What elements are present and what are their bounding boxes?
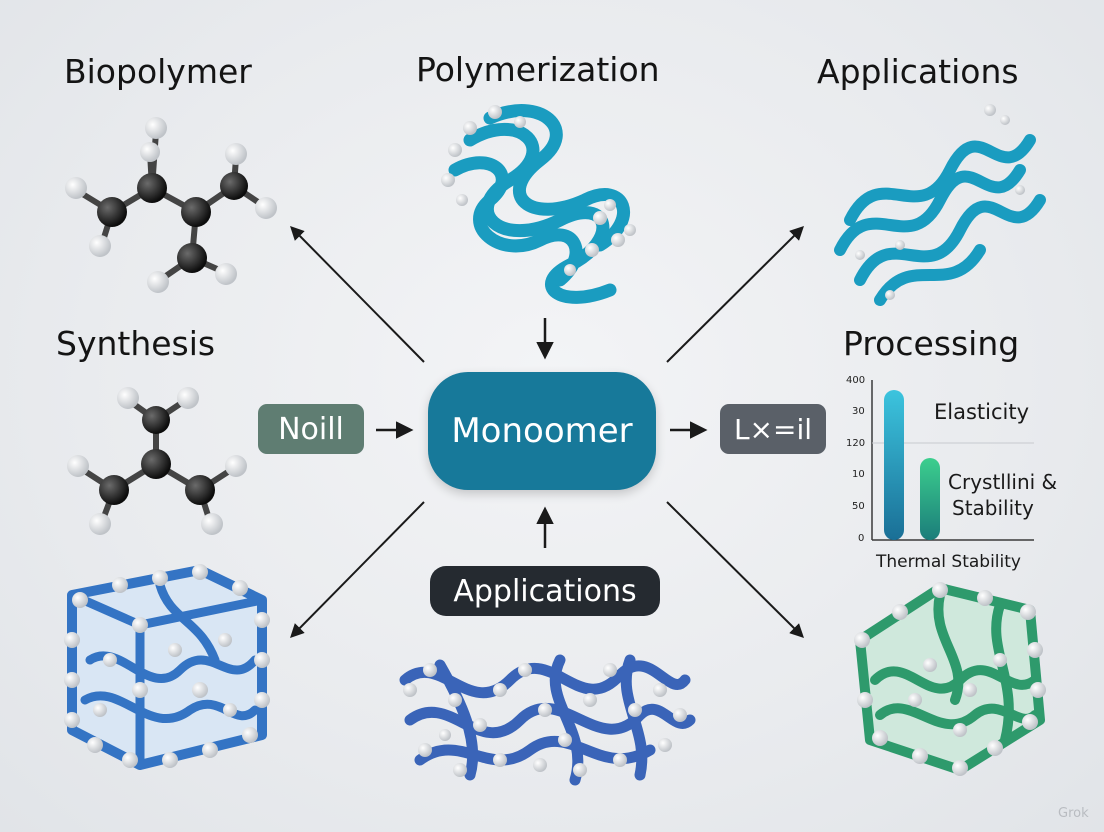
pill-applications: Applications: [430, 566, 660, 616]
arrow-to-biopolymer: [290, 226, 425, 363]
chart-tick: 50: [852, 501, 865, 512]
molecule-icon: [65, 117, 277, 293]
cube-network-icon: [854, 582, 1046, 776]
helix-icon: [441, 104, 636, 304]
arrow-to-applications-top: [666, 226, 804, 363]
chart-tick: 400: [846, 375, 866, 386]
chart-tick: 0: [858, 533, 865, 544]
heading-processing: Processing: [843, 324, 1020, 363]
pill-noill-label: Noill: [278, 411, 344, 447]
watermark: Grok: [1058, 806, 1089, 821]
pill-noill: Noill: [258, 404, 364, 454]
pill-right: L×=il: [720, 404, 826, 454]
arrow-to-bottom-right: [666, 501, 804, 638]
center-node-label: Monoomer: [451, 411, 633, 451]
molecule-icon: [67, 387, 247, 535]
chart-label-elasticity: Elasticity: [934, 400, 1030, 424]
chart-caption: Thermal Stability: [876, 552, 1021, 572]
cube-network-icon: [64, 564, 270, 770]
heading-applications: Applications: [817, 52, 1019, 91]
heading-biopolymer: Biopolymer: [64, 52, 252, 91]
pill-right-label: L×=il: [733, 412, 813, 446]
chart-tick: 120: [846, 438, 866, 449]
center-node-monoomer: Monoomer: [428, 372, 656, 490]
chart-label-crystallinity-line1: Crystllini &: [948, 470, 1058, 494]
chart-tick: 30: [852, 406, 865, 417]
chart-bar-crystallinity: [920, 458, 940, 540]
arrow-to-bottom-left: [290, 501, 425, 638]
heading-polymerization: Polymerization: [416, 50, 660, 89]
cube-network-icon: [399, 654, 696, 786]
heading-synthesis: Synthesis: [56, 324, 216, 363]
chart-label-crystallinity-line2: Stability: [952, 496, 1034, 520]
helix-icon: [834, 104, 1046, 306]
processing-chart: [871, 380, 1034, 541]
chart-bar-elasticity: [884, 390, 904, 540]
chart-tick: 10: [852, 469, 865, 480]
pill-applications-label: Applications: [453, 573, 637, 609]
